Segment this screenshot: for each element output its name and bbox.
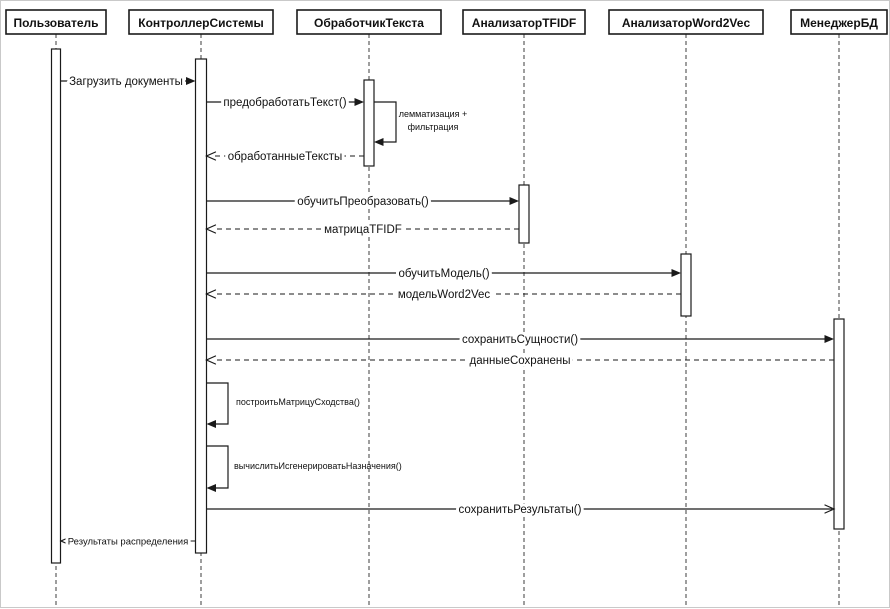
activation-user (50, 48, 62, 564)
arrowhead-open (59, 536, 71, 546)
message-train-model: обучитьМодель() (206, 265, 681, 283)
participant-label-user: Пользователь (13, 16, 98, 30)
message-data-saved: данныеСохранены (205, 352, 834, 370)
activation-controller (194, 58, 208, 554)
participant-label-db: МенеджерБД (800, 16, 878, 30)
self-message-build-similarity-matrix-path (206, 382, 229, 425)
self-message-build-similarity-matrix-label: построитьМатрицуСходства() (236, 397, 360, 407)
message-preprocess-text-label: предобработатьТекст() (223, 97, 346, 109)
arrowhead-open (205, 355, 217, 365)
participant-label-word2vec: АнализаторWord2Vec (622, 16, 751, 30)
message-load-documents-label: Загрузить документы (69, 76, 183, 88)
activation-text-processor (363, 79, 375, 167)
self-message-lemmatization-path (374, 101, 397, 143)
message-word2vec-model-label: модельWord2Vec (398, 289, 491, 301)
arrowhead-filled (354, 98, 364, 106)
participant-label-tfidf: АнализаторTFIDF (472, 16, 576, 30)
message-fit-transform-label: обучитьПреобразовать() (297, 196, 429, 208)
participant-box-text-processor (296, 9, 442, 35)
arrowhead-open (824, 504, 836, 514)
arrowhead-filled (671, 269, 681, 277)
message-train-model-label: обучитьМодель() (398, 268, 489, 280)
self-message-lemmatization-label-line1: лемматизация + (399, 109, 468, 119)
participant-label-text-processor: ОбработчикТекста (314, 16, 424, 30)
message-tfidf-matrix: матрицаTFIDF (205, 221, 519, 239)
message-tfidf-matrix-label: матрицаTFIDF (324, 224, 402, 236)
message-word2vec-model: модельWord2Vec (205, 286, 681, 304)
participant-box-db (790, 9, 888, 35)
activation-db (833, 318, 845, 530)
arrowhead-filled (374, 138, 384, 146)
participant-box-tfidf (462, 9, 586, 35)
participant-user: Пользователь (5, 9, 107, 35)
activation-word2vec (680, 253, 692, 317)
arrowhead-open (205, 289, 217, 299)
self-message-compute-assignments-path (206, 445, 229, 489)
message-processed-texts-label: обработанныеТексты (228, 151, 343, 163)
self-message-compute-assignments: вычислитьИсгенерироватьНазначения() (206, 445, 402, 492)
arrowhead-filled (824, 335, 834, 343)
arrowhead-open (205, 224, 217, 234)
message-save-results-label: сохранитьРезультаты() (459, 504, 582, 516)
arrowhead-filled (509, 197, 519, 205)
message-save-results: сохранитьРезультаты() (206, 501, 836, 519)
message-load-documents: Загрузить документы (61, 73, 196, 91)
participant-box-user (5, 9, 107, 35)
participant-box-word2vec (608, 9, 764, 35)
message-distribution-results: Результаты распределения (59, 534, 196, 551)
arrowhead-open (205, 151, 217, 161)
message-save-entities-label: сохранитьСущности() (462, 334, 578, 346)
participant-text-processor: ОбработчикТекста (296, 9, 442, 35)
self-message-build-similarity-matrix: построитьМатрицуСходства() (206, 382, 360, 428)
activation-tfidf (518, 184, 530, 244)
participant-tfidf: АнализаторTFIDF (462, 9, 586, 35)
arrowhead-filled (186, 77, 196, 85)
message-distribution-results-label: Результаты распределения (68, 537, 189, 548)
message-processed-texts: обработанныеТексты (205, 148, 364, 166)
participant-word2vec: АнализаторWord2Vec (608, 9, 764, 35)
message-fit-transform: обучитьПреобразовать() (206, 193, 519, 211)
arrowhead-filled (206, 420, 216, 428)
message-save-entities: сохранитьСущности() (206, 331, 834, 349)
participant-label-controller: КонтроллерСистемы (138, 16, 263, 30)
message-data-saved-label: данныеСохранены (470, 355, 571, 367)
arrowhead-filled (206, 484, 216, 492)
self-message-lemmatization: лемматизация + фильтрация (374, 101, 468, 146)
participant-db: МенеджерБД (790, 9, 888, 35)
participant-box-controller (128, 9, 274, 35)
participant-controller: КонтроллерСистемы (128, 9, 274, 35)
message-preprocess-text: предобработатьТекст() (206, 94, 364, 112)
self-message-lemmatization-label-line2: фильтрация (408, 122, 459, 132)
self-message-compute-assignments-label: вычислитьИсгенерироватьНазначения() (234, 461, 402, 471)
